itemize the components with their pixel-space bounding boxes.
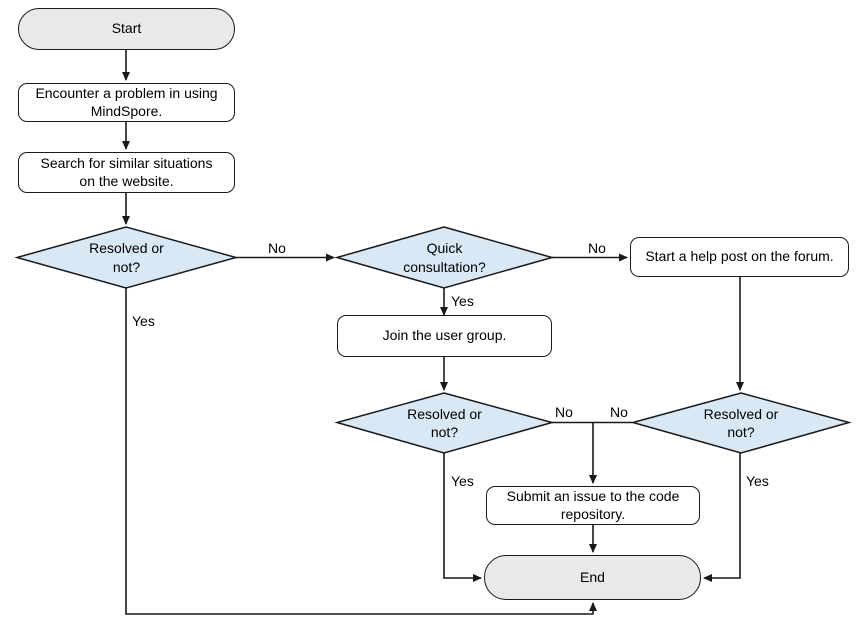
help-post-forum-node: Start a help post on the forum.	[630, 237, 849, 277]
edge-label-resolved1-yes: Yes	[132, 313, 155, 329]
edge-resolved3-yes-to-end	[703, 453, 741, 582]
edge-label-resolved2-yes: Yes	[451, 473, 474, 489]
decision-resolved-3-shape	[630, 392, 852, 454]
edge-label-quick-yes: Yes	[451, 293, 474, 309]
decision-resolved-2-shape	[334, 392, 555, 454]
encounter-problem-node: Encounter a problem in using MindSpore.	[18, 83, 235, 122]
join-user-group-node: Join the user group.	[337, 315, 552, 357]
end-node: End	[484, 555, 701, 600]
submit-issue-node: Submit an issue to the code repository.	[486, 486, 700, 525]
edge-label-resolved3-no: No	[610, 404, 628, 420]
edge-label-resolved3-yes: Yes	[746, 473, 769, 489]
edge-resolved2-yes-to-end	[443, 453, 482, 582]
edge-label-quick-no: No	[588, 240, 606, 256]
search-website-node: Search for similar situations on the web…	[18, 152, 235, 193]
edge-label-resolved1-no: No	[268, 240, 286, 256]
edge-resolved1-yes-to-end	[125, 288, 597, 615]
edge-label-resolved2-no: No	[555, 404, 573, 420]
start-node: Start	[18, 8, 235, 50]
decision-quick-consultation-shape	[334, 226, 555, 289]
decision-resolved-1-shape	[14, 226, 239, 289]
